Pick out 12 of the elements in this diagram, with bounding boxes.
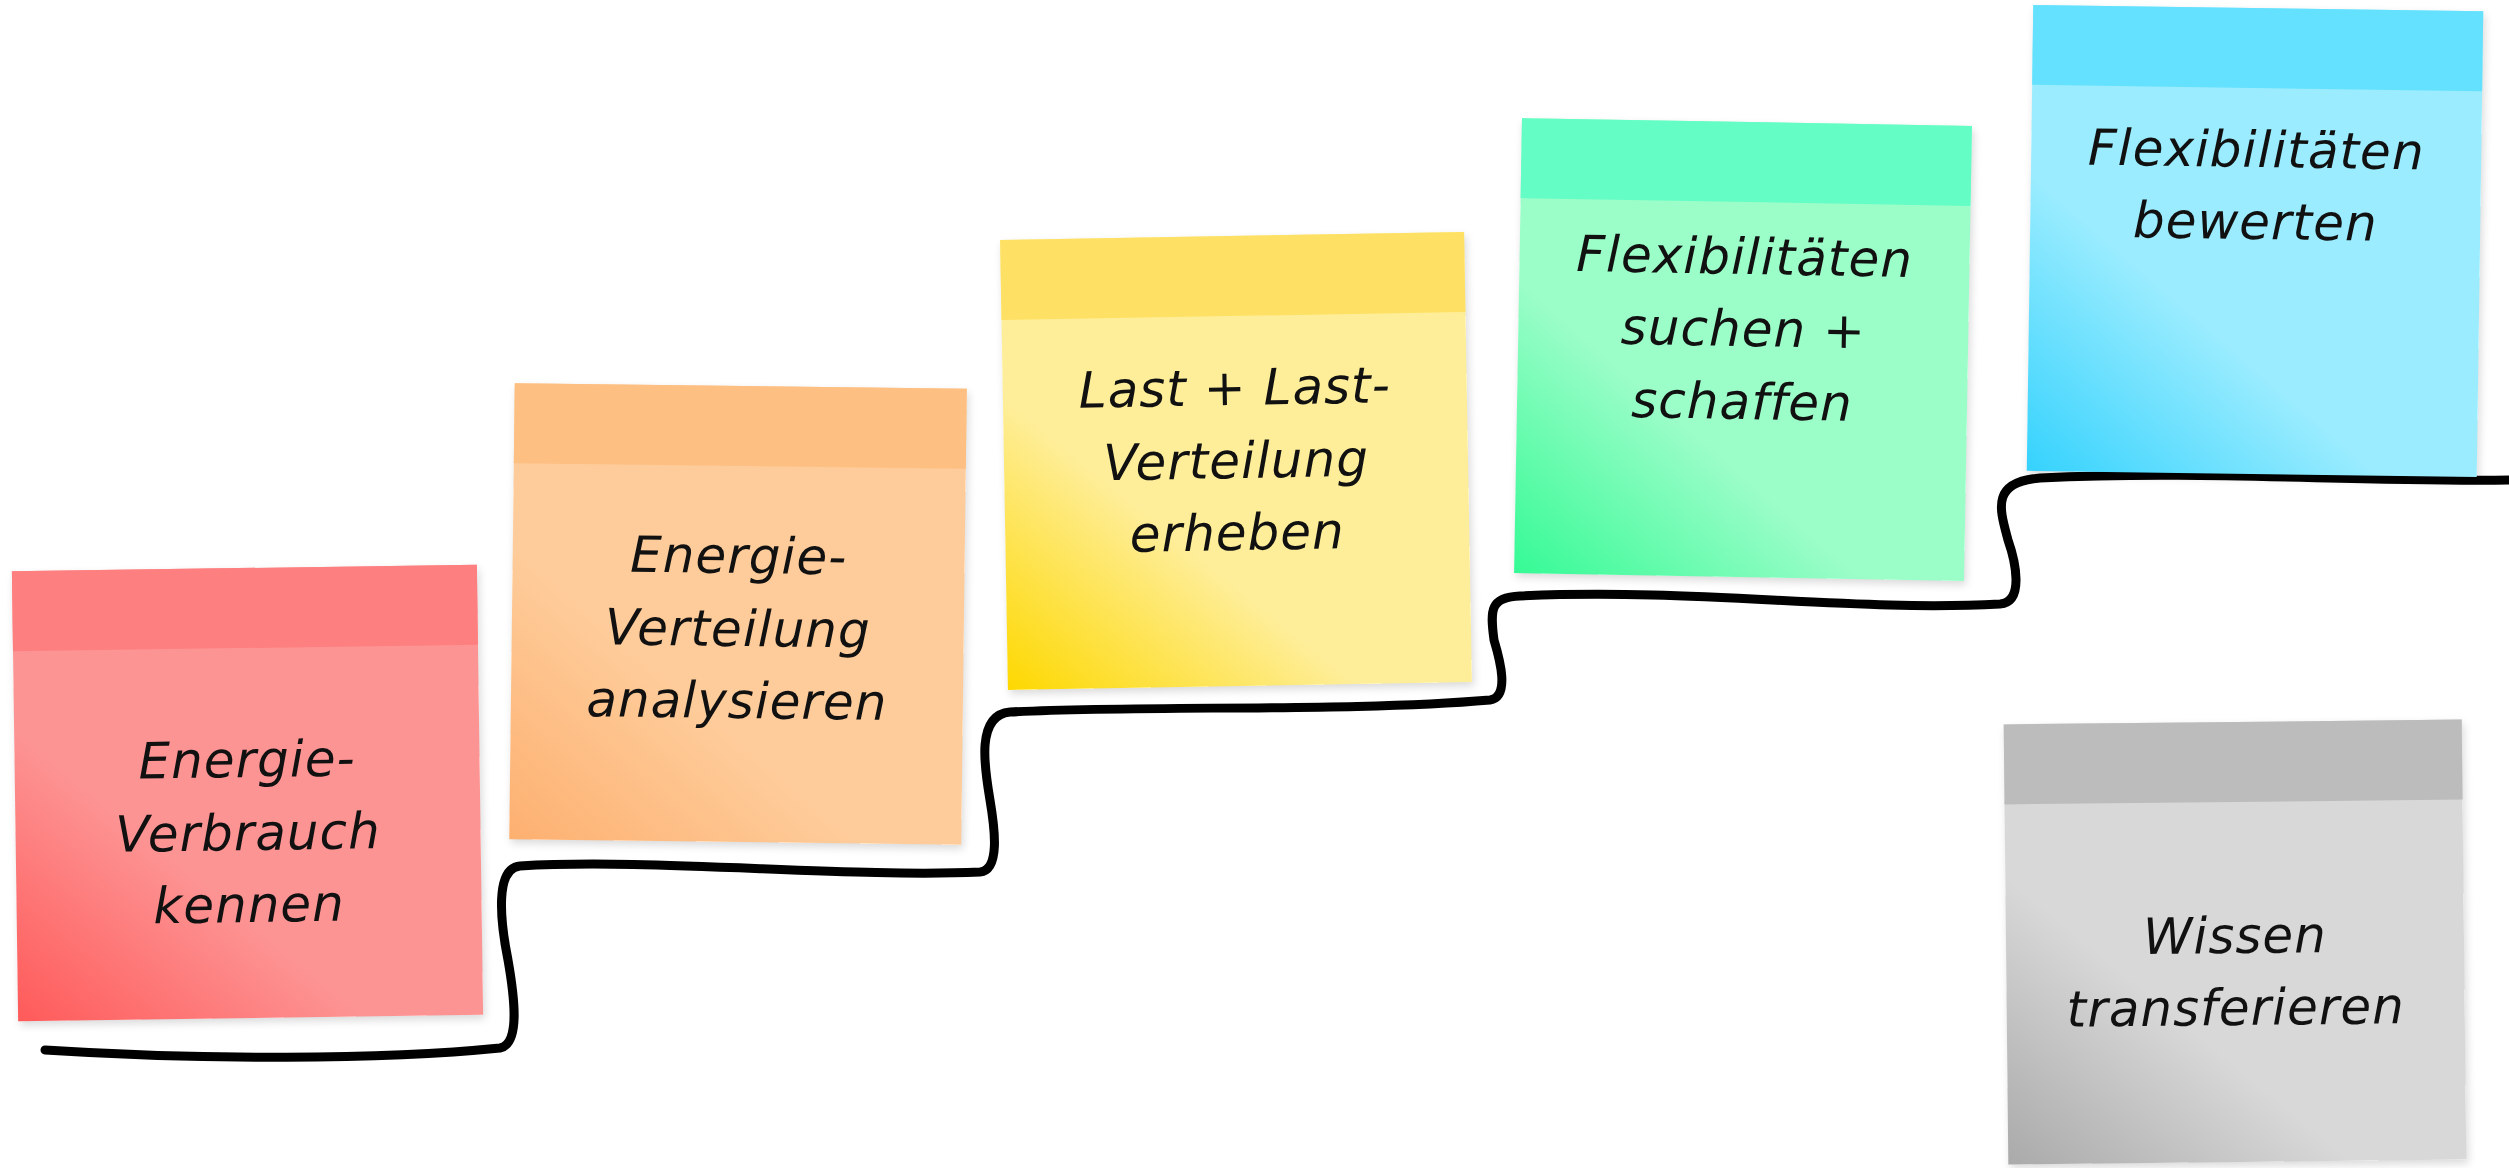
sticky-note xyxy=(509,383,967,845)
note-text: Flexibilitäten bewerten xyxy=(2086,117,2426,255)
note-text: Energie-Verbrauch kennen xyxy=(113,728,383,938)
note-text: Flexibilitäten suchen + schaffen xyxy=(1574,223,1915,435)
sticky-note xyxy=(2003,719,2467,1165)
note-text: Wissen transferieren xyxy=(2065,904,2407,1041)
sticky-note xyxy=(11,564,484,1022)
note-text: Energie-Verteilung analysieren xyxy=(585,524,889,735)
note-text: Last + Last-Verteilung erheben xyxy=(1077,355,1393,567)
sticky-note xyxy=(1514,118,1972,581)
sticky-note xyxy=(1000,232,1472,690)
sticky-note xyxy=(2026,4,2484,478)
